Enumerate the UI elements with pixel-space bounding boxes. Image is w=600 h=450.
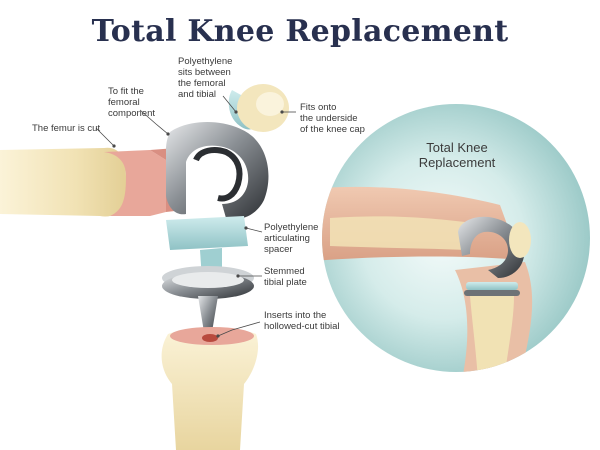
label-polyethylene-spacer: Polyethylene articulating spacer <box>264 222 319 255</box>
leader-dots <box>112 110 284 338</box>
femoral-component <box>166 121 269 220</box>
femur-bone <box>0 147 184 217</box>
tibia-bone <box>161 327 259 450</box>
label-femur-cut: The femur is cut <box>32 123 101 134</box>
page-title: Total Knee Replacement <box>91 14 509 49</box>
label-to-fit-femoral: To fit the femoral component <box>108 86 156 119</box>
label-fits-onto: Fits onto the underside of the knee cap <box>300 102 365 135</box>
leader-lines <box>95 95 296 337</box>
inset-knee-view <box>322 104 590 372</box>
tibial-plate <box>162 266 254 340</box>
patella-component <box>228 84 289 132</box>
label-polyethylene-top: Polyethylene sits between the femoral an… <box>178 56 233 100</box>
label-stemmed-tibial: Stemmed tibial plate <box>264 266 307 288</box>
inset-title: Total Knee Replacement <box>418 140 496 170</box>
label-inserts-into: Inserts into the hollowed-cut tibial <box>264 310 340 332</box>
